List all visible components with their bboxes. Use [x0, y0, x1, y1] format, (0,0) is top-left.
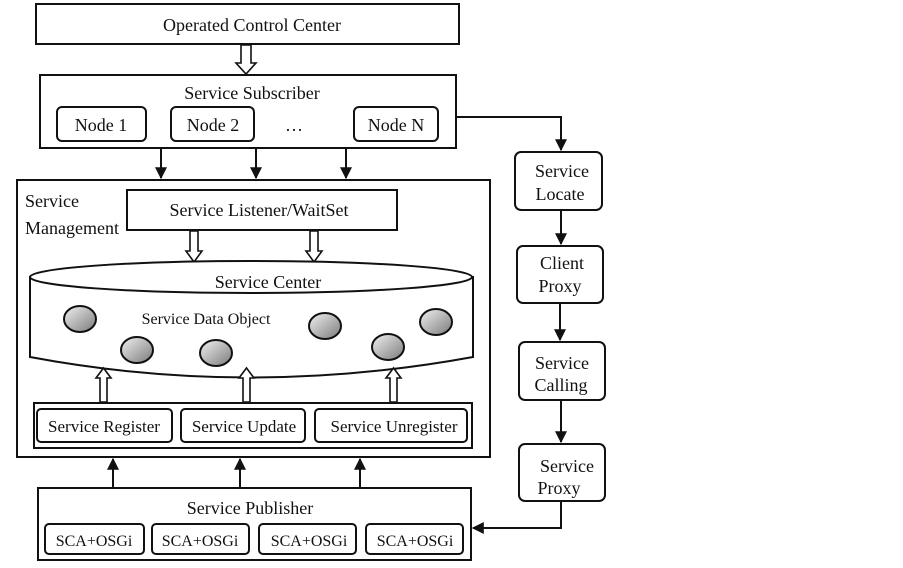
flow-label-line2: Proxy — [537, 478, 580, 498]
component-label: SCA+OSGi — [271, 533, 348, 550]
service-data-object — [63, 305, 97, 333]
sca-osgi-component-3: SCA+OSGi — [258, 523, 357, 555]
node-label: Node 2 — [187, 115, 240, 135]
service-data-object — [120, 336, 154, 364]
node-1: Node 1 — [56, 106, 147, 142]
service-data-object — [419, 308, 453, 336]
service-unregister: Service Unregister — [314, 408, 468, 443]
service-update: Service Update — [180, 408, 306, 443]
node-label: Node 1 — [75, 115, 128, 135]
node-ellipsis: … — [285, 115, 303, 135]
service-subscriber: Service Subscriber Node 1 Node 2 … Node … — [39, 74, 457, 149]
hollow-arrow-update-to-center — [237, 366, 256, 403]
service-data-object — [199, 339, 233, 367]
flow-label-line2: Proxy — [538, 276, 581, 296]
node-2: Node 2 — [170, 106, 255, 142]
service-data-object — [371, 333, 405, 361]
subscriber-label: Service Subscriber — [184, 83, 319, 103]
hollow-arrow-control-to-subscriber — [234, 44, 258, 76]
flow-label-line1: Client — [540, 253, 584, 273]
management-label-line1: Service — [25, 191, 79, 211]
service-data-objects — [63, 305, 453, 367]
service-register: Service Register — [36, 408, 173, 443]
component-label: SCA+OSGi — [56, 533, 133, 550]
listener-label: Service Listener/WaitSet — [170, 200, 349, 220]
publisher-label: Service Publisher — [187, 498, 313, 518]
flow-label-line1: Service — [535, 353, 589, 373]
component-label: SCA+OSGi — [162, 533, 239, 550]
service-center-label: Service Center — [215, 272, 321, 292]
service-publisher: Service Publisher SCA+OSGi SCA+OSGi SCA+… — [37, 487, 472, 561]
service-center: Service Center Service Data Object — [29, 260, 474, 379]
service-listener-waitset: Service Listener/WaitSet — [126, 189, 398, 231]
operation-label: Service Register — [48, 417, 160, 436]
flow-label-line2: Locate — [536, 184, 585, 204]
service-data-object — [308, 312, 342, 340]
node-n: Node N — [353, 106, 439, 142]
flow-service-proxy: Service Proxy — [518, 443, 606, 502]
control-center-label: Operated Control Center — [163, 15, 341, 35]
flow-service-locate: Service Locate — [514, 151, 603, 211]
sca-osgi-component-4: SCA+OSGi — [365, 523, 464, 555]
sca-osgi-component-2: SCA+OSGi — [151, 523, 250, 555]
sca-osgi-component-1: SCA+OSGi — [44, 523, 145, 555]
component-label: SCA+OSGi — [377, 533, 454, 550]
arrow-subscriber-to-locate — [456, 116, 567, 152]
arrow-service-proxy-to-publisher — [471, 501, 562, 534]
hollow-arrow-listener-to-center-2 — [304, 230, 324, 264]
hollow-arrow-register-to-center — [94, 366, 113, 403]
flow-label-line2: Calling — [535, 375, 588, 395]
operation-label: Service Update — [192, 417, 296, 436]
operation-label: Service Unregister — [331, 417, 458, 436]
management-label-line2: Management — [25, 218, 119, 238]
hollow-arrow-listener-to-center-1 — [184, 230, 204, 264]
service-data-object-label: Service Data Object — [142, 311, 271, 328]
flow-service-calling: Service Calling — [518, 341, 606, 401]
hollow-arrow-unregister-to-center — [384, 366, 403, 403]
flow-client-proxy: Client Proxy — [516, 245, 604, 304]
flow-label-line1: Service — [540, 456, 594, 476]
flow-label-line1: Service — [535, 161, 589, 181]
service-management: Service Management Service Listener/Wait… — [16, 179, 491, 458]
operated-control-center: Operated Control Center — [35, 3, 460, 45]
node-label: Node N — [368, 115, 425, 135]
